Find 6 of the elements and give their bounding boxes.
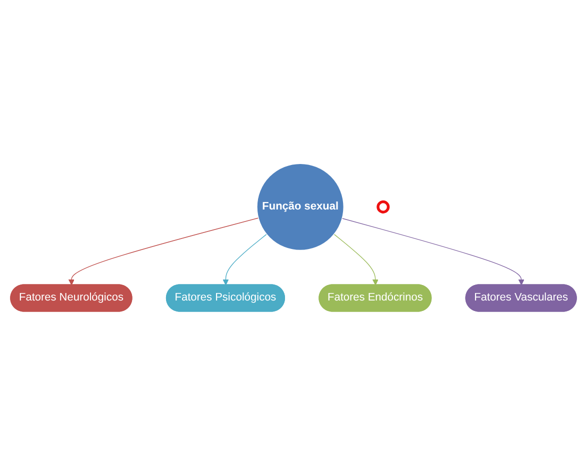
arrow	[342, 218, 524, 286]
node-circle: Função sexual	[256, 163, 344, 251]
arrow	[334, 234, 378, 286]
arrow	[68, 218, 259, 286]
node-circle	[376, 200, 390, 214]
arrow	[222, 234, 267, 286]
